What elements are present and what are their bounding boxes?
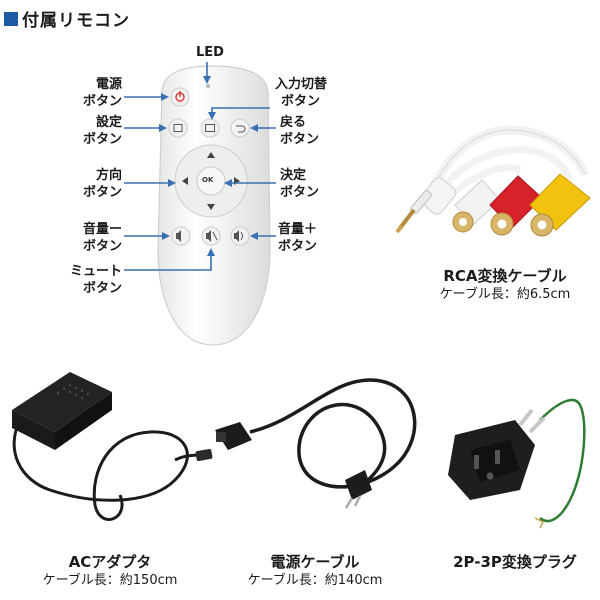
power-button [170, 87, 190, 107]
label-led: LED [196, 45, 224, 60]
caption-rca-cable: RCA変換ケーブル ケーブル長：約6.5cm [439, 267, 571, 302]
arrow-mute [124, 248, 215, 271]
caption-power-cable: 電源ケーブル ケーブル長：約140cm [247, 553, 383, 588]
label-direction-button: 方向ボタン [82, 168, 122, 200]
volume-down-button [171, 226, 191, 246]
label-volume-up-button: 音量＋ボタン [278, 222, 318, 254]
caption-conversion-plug: 2P-3P変換プラグ [453, 553, 577, 571]
settings-button [168, 118, 188, 138]
ac-adapter [12, 372, 213, 521]
label-back-button: 戻るボタン [280, 115, 320, 147]
conversion-plug [448, 398, 586, 529]
section-heading: 付属リモコン [4, 6, 130, 31]
label-power-button: 電源ボタン [82, 77, 122, 109]
label-enter-button: 決定ボタン [280, 168, 320, 200]
label-mute-button: ミュートボタン [69, 264, 122, 296]
rca-cable [395, 125, 591, 237]
label-volume-down-button: 音量ーボタン [82, 222, 122, 254]
input-button [200, 118, 220, 138]
volume-up-button [230, 226, 250, 246]
label-settings-button: 設定ボタン [82, 115, 122, 147]
caption-ac-adapter: ACアダプタ ケーブル長：約150cm [42, 553, 178, 588]
label-input-button: 入力切替ボタン [275, 77, 328, 109]
leader-arrows [124, 62, 276, 271]
remote-control [157, 65, 271, 346]
ok-button-label: OK [202, 176, 214, 184]
back-button [230, 118, 250, 138]
led-indicator [205, 83, 211, 89]
mute-button [201, 226, 221, 246]
heading-marker [4, 11, 18, 26]
arrow-input [208, 107, 270, 120]
heading-text: 付属リモコン [22, 11, 130, 31]
power-cable [215, 378, 417, 509]
